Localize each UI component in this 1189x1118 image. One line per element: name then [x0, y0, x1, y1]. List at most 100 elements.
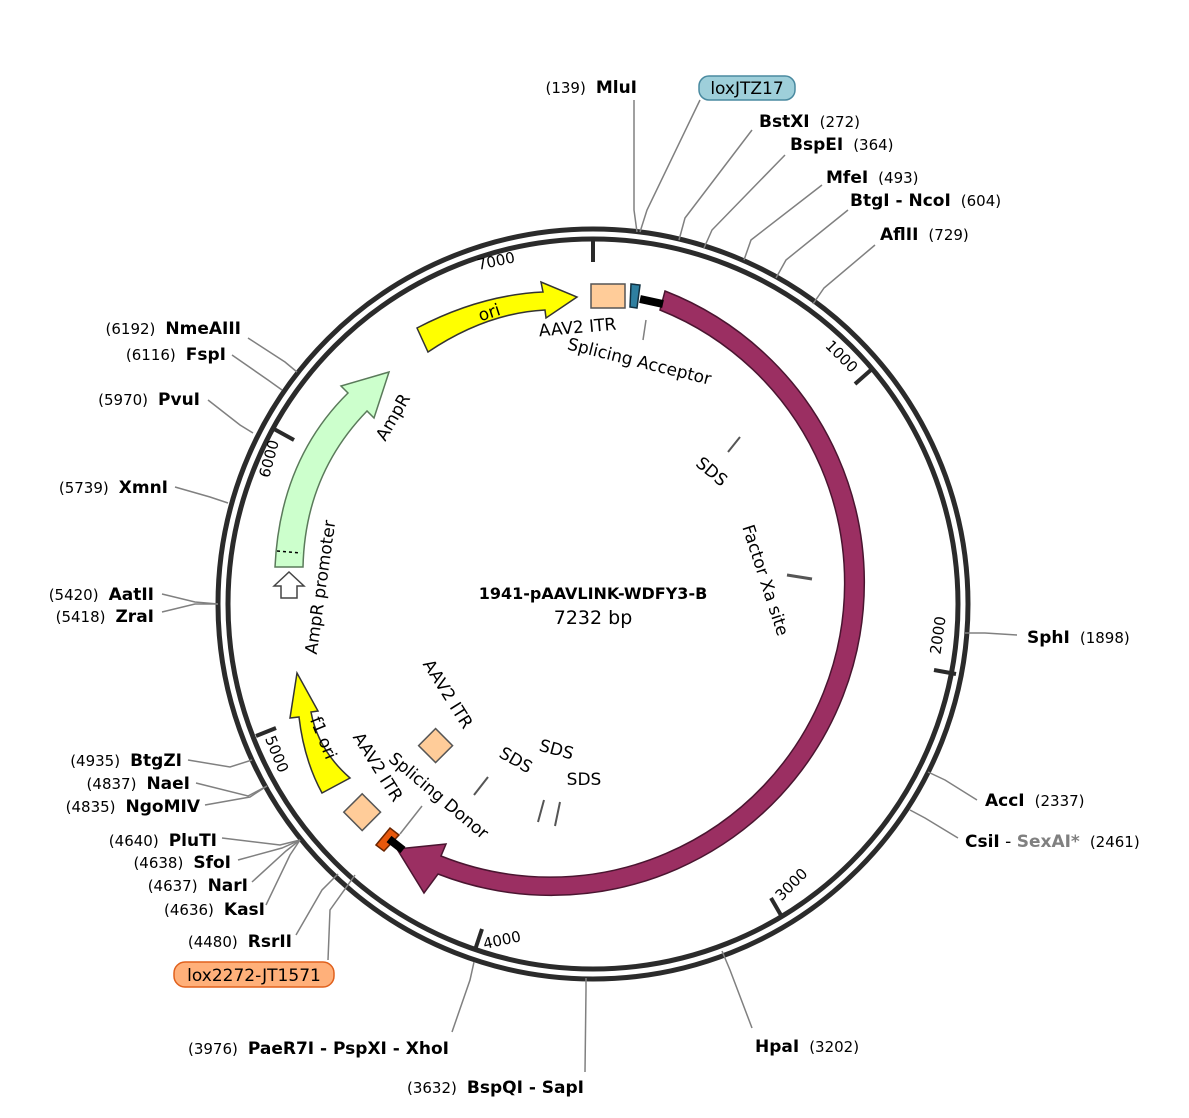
fspi-pos: (6116)	[126, 346, 176, 364]
ngomiv-site: (4835)NgoMIV	[66, 797, 201, 817]
aatii-pos: (5420)	[49, 586, 99, 604]
sds-3-label: SDS	[537, 736, 576, 764]
aatii-leader	[161, 593, 219, 605]
hpai-leader	[721, 950, 753, 1029]
sexai-name: SexAI*	[1017, 832, 1080, 852]
paer7i-site: (3976)PaeR7I - PspXI - XhoI	[188, 1039, 449, 1059]
sfoi-leader	[237, 839, 301, 861]
aflii-site: AflII(729)	[880, 225, 969, 245]
mlui-name: MluI	[596, 78, 637, 98]
sds-2-marker	[473, 776, 489, 796]
bstxi-pos: (272)	[820, 113, 860, 131]
nmeaiii-leader	[247, 337, 298, 373]
btgi-pos: (604)	[961, 192, 1001, 210]
nari-site: (4637) NarI	[148, 876, 248, 896]
hpai-site: HpaI(3202)	[755, 1037, 859, 1057]
btgi-site: BtgI - NcoI (604)	[850, 191, 1001, 211]
hpai-name: HpaI	[755, 1037, 799, 1057]
sfoi-name: SfoI	[193, 853, 231, 873]
sds-4-label: SDS	[567, 770, 602, 790]
sphi-name: SphI	[1027, 628, 1070, 648]
ori-feature[interactable]	[416, 280, 579, 354]
nmeaiii-site: (6192) NmeAIII	[106, 319, 242, 339]
fspi-name: FspI	[186, 345, 226, 365]
tick-mark-3000	[769, 896, 784, 919]
aav2-itr-top-feature[interactable]	[590, 283, 626, 309]
btgi-name: BtgI - NcoI	[850, 191, 951, 211]
rsrii-name: RsrII	[248, 932, 292, 952]
sphi-pos: (1898)	[1080, 629, 1130, 647]
kasi-pos: (4636)	[164, 901, 214, 919]
sds-1-marker	[727, 436, 741, 453]
wdfy3-label: WDFY3	[850, 688, 891, 752]
pvui-pos: (5970)	[98, 391, 148, 409]
teal-marker[interactable]	[629, 283, 641, 309]
ampr-promoter-feature[interactable]	[272, 570, 306, 599]
rsrii-site: (4480) RsrII	[188, 932, 292, 952]
orange-marker[interactable]	[374, 826, 401, 853]
aav2-itr-low-feature[interactable]	[342, 792, 382, 832]
mlui-pos: (139)	[545, 79, 585, 97]
tick-label-7000: 7000	[475, 248, 516, 274]
wdfy3-feature[interactable]	[395, 289, 866, 897]
acci-leader	[927, 771, 978, 801]
zrai-leader	[161, 603, 218, 613]
csii-site: CsiI - SexAI*(2461)	[965, 832, 1140, 852]
aflii-pos: (729)	[928, 226, 968, 244]
paer7i-name: PaeR7I - PspXI - XhoI	[248, 1039, 449, 1059]
ampr-promoter-boundary	[276, 550, 302, 554]
sfoi-pos: (4638)	[133, 854, 183, 872]
nmeaiii-pos: (6192)	[106, 320, 156, 338]
aav2-itr-mid-label: AAV2 ITR	[418, 656, 476, 733]
fspi-site: (6116) FspI	[126, 345, 226, 365]
tick-mark-1000	[853, 367, 874, 386]
sds-1-label: SDS	[692, 453, 731, 491]
bspei-site: BspEI(364)	[790, 135, 894, 155]
bspei-leader	[703, 154, 786, 249]
mlui-leader	[633, 100, 638, 233]
rsrii-pos: (4480)	[188, 933, 238, 951]
csii-leader	[909, 809, 959, 839]
mfei-name: MfeI	[826, 168, 868, 188]
nari-name: NarI	[208, 876, 248, 896]
btgi-leader	[775, 209, 849, 279]
sphi-leader	[965, 632, 1018, 636]
sds-3-marker	[537, 799, 545, 823]
lox2272-label: lox2272-JT1571	[187, 966, 321, 986]
nari-pos: (4637)	[148, 877, 198, 895]
lox2272-box[interactable]	[173, 961, 335, 988]
bspqi-site: (3632)BspQI - SapI	[407, 1078, 584, 1098]
xmni-leader	[174, 486, 229, 504]
aav2-itr-mid-feature[interactable]	[417, 727, 454, 764]
bstxi-name: BstXI	[759, 112, 810, 132]
tick-label-4000: 4000	[481, 927, 522, 953]
csii-sep: -	[1000, 832, 1017, 852]
pvui-site: (5970)PvuI	[98, 390, 200, 410]
bspqi-leader	[584, 978, 587, 1073]
naei-pos: (4837)	[87, 775, 137, 793]
nmeaiii-name: NmeAIII	[165, 319, 241, 339]
factor-xa-label: Factor Xa site	[737, 522, 792, 638]
loxjtz17-box[interactable]	[698, 75, 796, 101]
aflii-leader	[812, 244, 876, 305]
xmni-name: XmnI	[119, 478, 168, 498]
rsrii-leader	[295, 873, 339, 936]
bspei-name: BspEI	[790, 135, 843, 155]
tick-mark-6000	[273, 427, 295, 442]
bspqi-pos: (3632)	[407, 1079, 457, 1097]
ampr-promoter-label: AmpR promoter	[302, 519, 341, 656]
f1-ori-feature[interactable]	[289, 670, 352, 795]
mfei-site: MfeI(493)	[826, 168, 919, 188]
ampr-feature[interactable]	[274, 370, 391, 568]
tick-mark-4000	[473, 928, 484, 951]
linker-bar-top	[639, 295, 664, 308]
zrai-site: (5418)ZraI	[56, 607, 154, 627]
mfei-leader	[743, 184, 823, 261]
kasi-leader	[265, 839, 301, 906]
plasmid-length: 7232 bp	[554, 607, 633, 629]
ngomiv-pos: (4835)	[66, 798, 116, 816]
lox2272-leader	[327, 874, 356, 961]
sds-4-marker	[554, 801, 561, 827]
pvui-leader	[207, 399, 254, 434]
